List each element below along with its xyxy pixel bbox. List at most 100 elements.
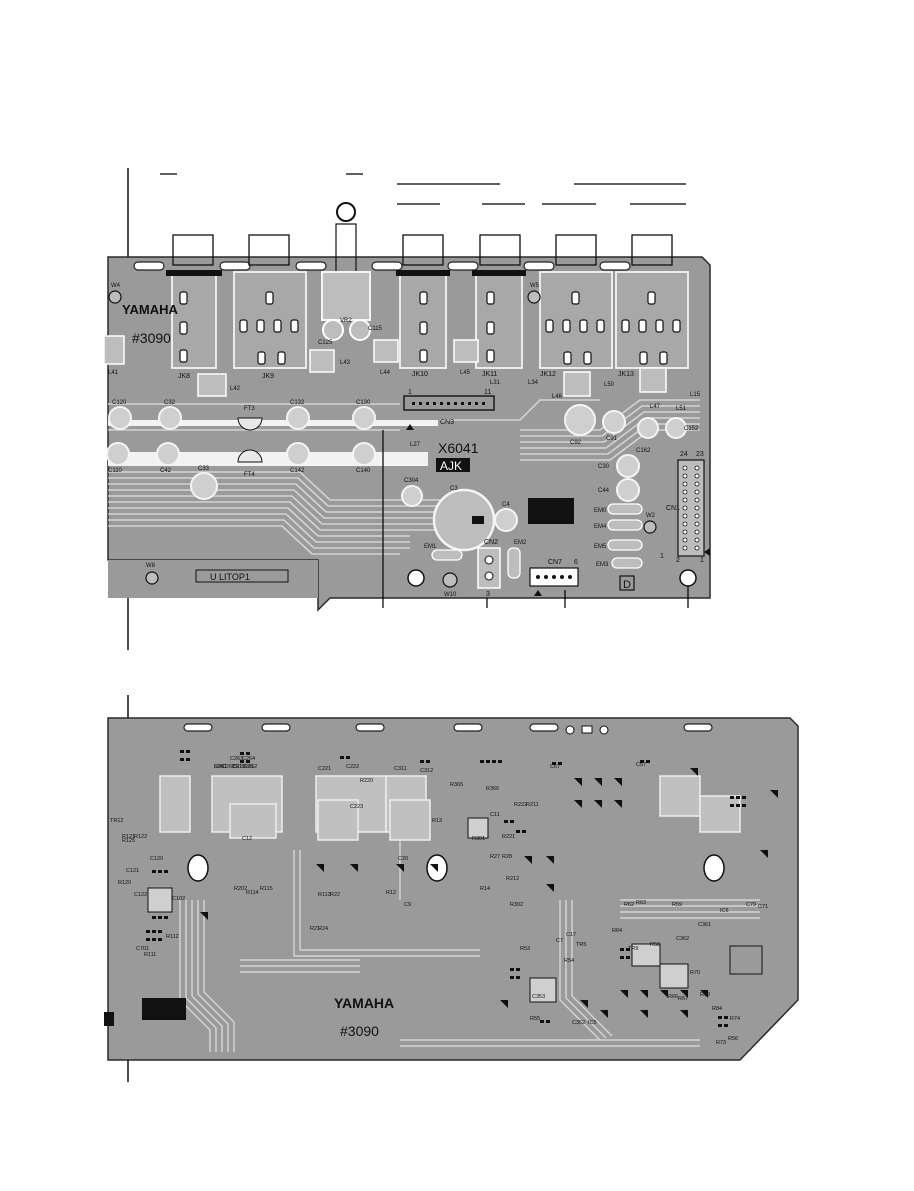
- svg-text:JK11: JK11: [482, 371, 498, 378]
- svg-text:L31: L31: [490, 380, 501, 386]
- part-label: R121: [122, 834, 135, 840]
- svg-text:W5: W5: [530, 283, 540, 289]
- svg-text:L42: L42: [230, 386, 241, 392]
- part-label: C71: [758, 904, 768, 910]
- svg-text:EM0: EM0: [594, 508, 607, 514]
- part-label: R85: [244, 764, 254, 770]
- svg-text:C125: C125: [318, 340, 333, 346]
- svg-text:EM4: EM4: [594, 524, 607, 530]
- svg-text:W4: W4: [111, 283, 121, 289]
- svg-text:C33: C33: [198, 466, 210, 472]
- part-label: C120: [150, 856, 163, 862]
- part-label: R22: [330, 892, 340, 898]
- part-label: R125: [122, 838, 135, 844]
- part-label: C222: [346, 764, 359, 770]
- part-label: R220: [360, 778, 373, 784]
- part-label: C353: [532, 994, 545, 1000]
- svg-text:1: 1: [408, 389, 412, 396]
- svg-text:2: 2: [676, 557, 680, 564]
- svg-text:L44: L44: [380, 370, 391, 376]
- top-brand: YAMAHA: [122, 302, 178, 317]
- part-label: R301: [472, 836, 485, 842]
- svg-text:1: 1: [700, 557, 704, 564]
- part-label: C7: [556, 938, 563, 944]
- svg-text:C42: C42: [160, 468, 172, 474]
- part-label: R58: [650, 942, 660, 948]
- svg-text:L34: L34: [528, 380, 539, 386]
- connector-labels: CN3 CN7 CN2 CN1: [440, 419, 680, 566]
- svg-text:C30: C30: [598, 464, 610, 470]
- top-silk-ref: U LITOP1: [210, 572, 250, 582]
- part-label: C352: [572, 1020, 585, 1026]
- part-label: R112: [166, 934, 179, 940]
- part-label: R70: [690, 970, 700, 976]
- svg-text:C115: C115: [368, 326, 383, 332]
- part-label: R86: [214, 764, 224, 770]
- svg-text:C4: C4: [502, 502, 510, 508]
- svg-text:C92: C92: [570, 440, 582, 446]
- part-label: C261: [214, 764, 227, 770]
- bottom-board: [104, 717, 799, 1061]
- part-label: C17: [566, 932, 576, 938]
- part-label: C57: [636, 762, 646, 768]
- top-board-tag: AJK: [440, 459, 462, 473]
- top-board: [103, 202, 711, 612]
- part-label: R28: [502, 854, 512, 860]
- part-label: R73: [716, 1040, 726, 1046]
- svg-text:JK10: JK10: [412, 371, 428, 378]
- part-label: C212: [244, 764, 257, 770]
- svg-text:FT3: FT3: [244, 406, 255, 412]
- part-label: IC5: [588, 1020, 597, 1026]
- top-board-number: #3090: [132, 330, 171, 346]
- svg-text:C140: C140: [356, 468, 371, 474]
- part-label: R13: [432, 818, 442, 824]
- part-label: R202: [234, 886, 247, 892]
- svg-text:L45: L45: [460, 370, 471, 376]
- part-label: R111: [144, 952, 156, 958]
- part-label: R21: [310, 926, 320, 932]
- pin-labels: 1 11 24 23 2 1 6 1 3: [408, 389, 704, 598]
- svg-text:C132: C132: [290, 400, 305, 406]
- part-label: C12: [242, 836, 252, 842]
- part-label: R67: [678, 996, 688, 1002]
- part-label: C11: [490, 812, 500, 818]
- svg-text:W8: W8: [146, 563, 156, 569]
- part-label: C264: [242, 756, 255, 762]
- bottom-board-number: #3090: [340, 1023, 379, 1039]
- svg-text:EM1: EM1: [424, 544, 437, 550]
- svg-text:L47: L47: [650, 404, 661, 410]
- part-label: TR9: [628, 946, 638, 952]
- svg-text:W10: W10: [444, 592, 457, 598]
- part-label: R14: [480, 886, 490, 892]
- part-label: IC6: [720, 908, 729, 914]
- svg-text:C142: C142: [290, 468, 305, 474]
- svg-text:VR2: VR2: [340, 318, 352, 324]
- svg-text:11: 11: [484, 389, 491, 396]
- part-label: R55: [530, 1016, 540, 1022]
- svg-text:24: 24: [680, 451, 688, 458]
- part-label: R115: [260, 886, 273, 892]
- part-label: R74: [730, 1016, 740, 1022]
- svg-text:L46: L46: [552, 394, 563, 400]
- part-label: C9: [404, 902, 411, 908]
- svg-text:CN3: CN3: [440, 419, 454, 426]
- part-label: R62: [624, 902, 634, 908]
- header-leader-lines: [160, 173, 686, 205]
- part-label: C362: [676, 936, 689, 942]
- svg-text:JK9: JK9: [262, 373, 274, 380]
- svg-text:C304: C304: [404, 478, 419, 484]
- part-label: R53: [520, 946, 530, 952]
- top-board-code: X6041: [438, 440, 479, 456]
- part-label: R114: [246, 890, 259, 896]
- part-label: R366: [486, 786, 499, 792]
- part-label: R69: [700, 992, 710, 998]
- part-label: R27: [490, 854, 500, 860]
- part-label: R212: [506, 876, 519, 882]
- svg-text:FT4: FT4: [244, 472, 255, 478]
- part-label: R113: [318, 892, 331, 898]
- svg-text:C152: C152: [684, 426, 699, 432]
- part-label: R302: [510, 902, 523, 908]
- part-label: C361: [698, 922, 711, 928]
- part-label: C221: [318, 766, 331, 772]
- svg-text:EM2: EM2: [514, 540, 527, 546]
